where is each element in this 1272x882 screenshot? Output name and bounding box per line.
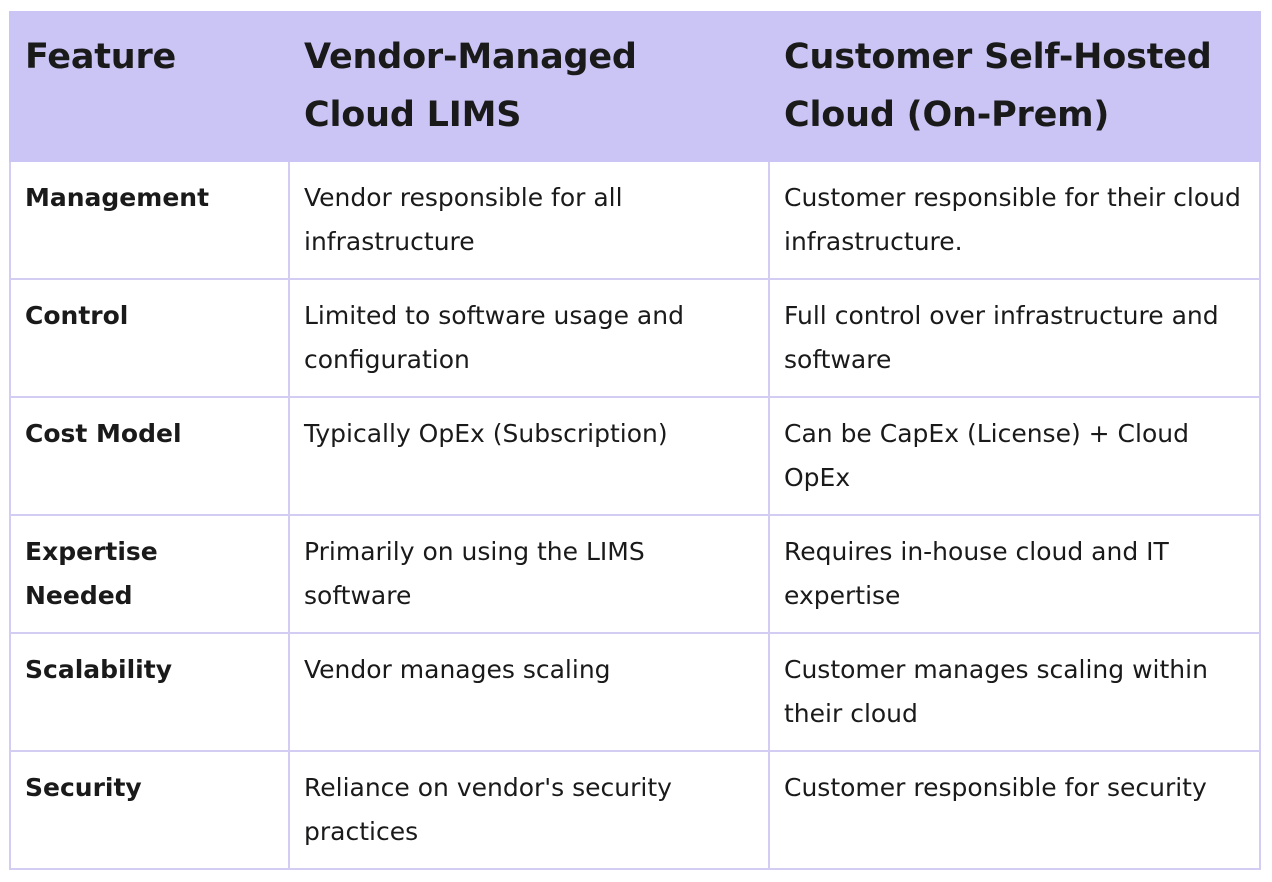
- comparison-table-container: Feature Vendor-Managed Cloud LIMS Custom…: [9, 11, 1261, 870]
- vendor-managed-cell: Vendor manages scaling: [288, 632, 770, 752]
- vendor-managed-cell: Limited to software usage and configurat…: [288, 278, 770, 398]
- feature-cell: Expertise Needed: [9, 514, 290, 634]
- feature-cell: Security: [9, 750, 290, 870]
- table-body: Management Vendor responsible for all in…: [9, 160, 1261, 870]
- self-hosted-cell: Customer responsible for their cloud inf…: [768, 160, 1261, 280]
- self-hosted-cell: Requires in-house cloud and IT expertise: [768, 514, 1261, 634]
- header-vendor-managed: Vendor-Managed Cloud LIMS: [288, 11, 770, 162]
- header-row: Feature Vendor-Managed Cloud LIMS Custom…: [9, 11, 1261, 162]
- vendor-managed-cell: Vendor responsible for all infrastructur…: [288, 160, 770, 280]
- self-hosted-cell: Full control over infrastructure and sof…: [768, 278, 1261, 398]
- header-feature: Feature: [9, 11, 290, 162]
- self-hosted-cell: Customer manages scaling within their cl…: [768, 632, 1261, 752]
- table-row: Security Reliance on vendor's security p…: [9, 750, 1261, 870]
- feature-cell: Scalability: [9, 632, 290, 752]
- vendor-managed-cell: Typically OpEx (Subscription): [288, 396, 770, 516]
- comparison-table: Feature Vendor-Managed Cloud LIMS Custom…: [9, 11, 1261, 870]
- self-hosted-cell: Can be CapEx (License) + Cloud OpEx: [768, 396, 1261, 516]
- table-row: Control Limited to software usage and co…: [9, 278, 1261, 398]
- vendor-managed-cell: Primarily on using the LIMS software: [288, 514, 770, 634]
- table-row: Scalability Vendor manages scaling Custo…: [9, 632, 1261, 752]
- feature-cell: Control: [9, 278, 290, 398]
- feature-cell: Cost Model: [9, 396, 290, 516]
- table-row: Cost Model Typically OpEx (Subscription)…: [9, 396, 1261, 516]
- self-hosted-cell: Customer responsible for security: [768, 750, 1261, 870]
- header-self-hosted: Customer Self-Hosted Cloud (On-Prem): [768, 11, 1261, 162]
- table-header: Feature Vendor-Managed Cloud LIMS Custom…: [9, 11, 1261, 162]
- feature-cell: Management: [9, 160, 290, 280]
- table-row: Expertise Needed Primarily on using the …: [9, 514, 1261, 634]
- vendor-managed-cell: Reliance on vendor's security practices: [288, 750, 770, 870]
- table-row: Management Vendor responsible for all in…: [9, 160, 1261, 280]
